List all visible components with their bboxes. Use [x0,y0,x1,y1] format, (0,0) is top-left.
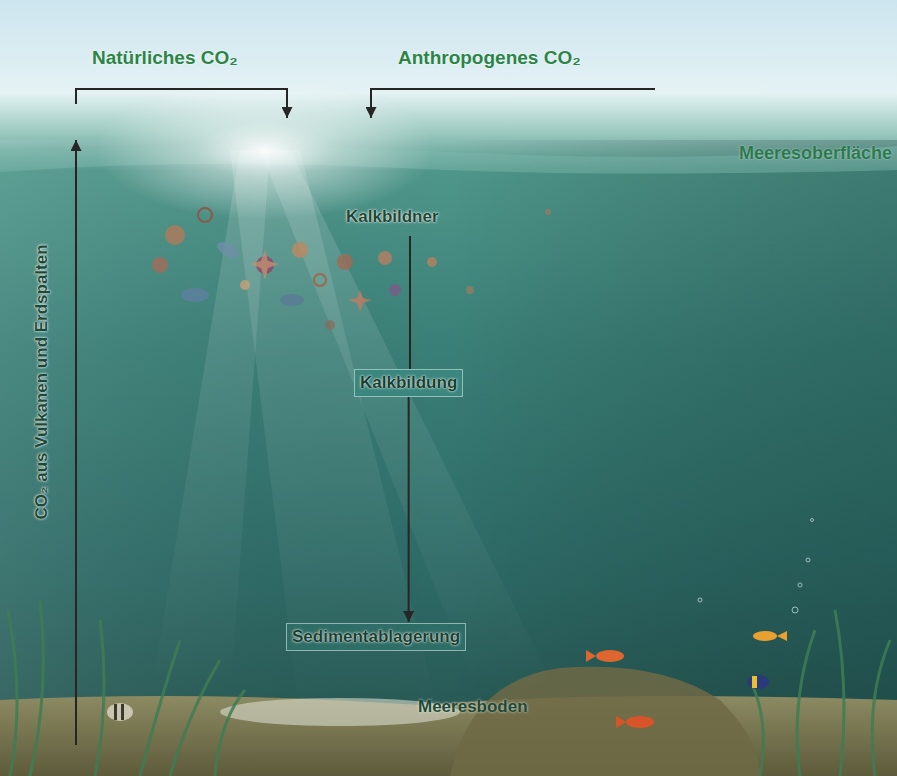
light-ray [260,150,560,700]
grass-blade [8,610,17,776]
volcanic-co2-arrow [75,140,77,745]
grass-blade [140,640,180,776]
box-text: Sedimentablagerung [292,626,460,648]
bubbles [698,519,814,614]
plankton-cell [378,251,392,265]
plankton-cell [280,294,304,306]
natural-co2-bracket [76,89,287,118]
calcification-line [409,236,411,369]
plankton-cell [545,209,551,215]
plankton-cell [314,274,326,286]
fish-orange [753,631,787,641]
plankton-cell [427,257,437,267]
grass-blade [750,680,763,776]
bubble [792,607,798,613]
fish-orange [616,716,654,728]
rock [450,667,760,776]
fish-blue [747,675,769,689]
grass-blade [215,690,245,776]
flow-label: CO₂ aus Vulkanen und Erdspalten [31,244,53,519]
sea-grass [8,600,890,776]
grass-blade [797,630,815,776]
grass-blade [30,600,43,776]
bubble [798,583,802,587]
water-shade [0,140,897,776]
bubble [811,519,814,522]
plankton-cell [181,288,209,302]
fish-body [626,716,654,728]
process-box: Kalkbildung [354,369,463,397]
organism-label: Kalkbildner [346,206,439,228]
fish-body [753,631,777,641]
fish-striped [107,703,133,721]
plankton-cell [165,225,185,245]
grass-blade [95,620,104,776]
box-text: Kalkbildung [360,372,457,394]
fish-body [107,703,133,721]
bubble [806,558,810,562]
fish-tail [586,650,596,662]
plankton-cell [152,257,168,273]
grass-blade [835,610,844,776]
flow-label: Anthropogenes CO₂ [398,47,581,69]
seabed-label: Meeresboden [418,696,528,718]
plankton-star [348,290,372,312]
plankton [152,208,551,330]
fish-body [596,650,624,662]
fish-stripe [121,704,124,720]
surface-label: Meeresoberfläche [739,142,892,164]
fish-stripe [114,704,117,720]
plankton-cell [325,320,335,330]
flow-arrow [408,397,410,622]
flow-label: Natürliches CO₂ [92,47,238,69]
anthropogenic-co2-arrow [371,89,655,118]
light-ray [150,150,270,700]
plankton-star [250,250,279,280]
plankton-cell [466,286,474,294]
co2-flow-arrows [76,89,655,745]
bubble [698,598,702,602]
fish-tail [616,716,626,728]
plankton-cell [198,208,212,222]
plankton-cell [215,239,242,261]
process-box: Sedimentablagerung [286,623,466,651]
fish-tail [777,631,787,641]
grass-blade [872,640,890,776]
plankton-cell [292,242,308,258]
plankton-cell [337,254,353,270]
fish-stripe [752,676,757,688]
plankton-cell [389,284,401,296]
light-rays [150,150,560,720]
seabed [0,667,897,776]
plankton-cell [240,280,250,290]
grass-blade [170,660,220,776]
fish-body [747,675,769,689]
fish-orange [586,650,624,662]
